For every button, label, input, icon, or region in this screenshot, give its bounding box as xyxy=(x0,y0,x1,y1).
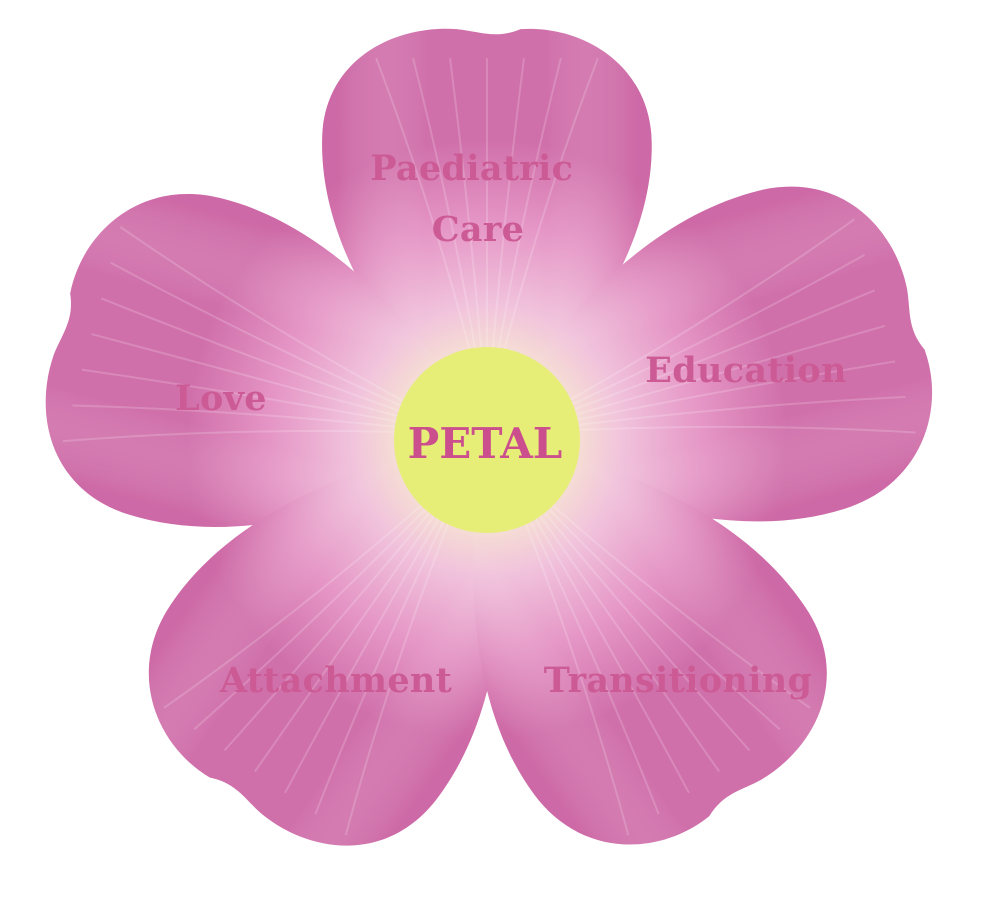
petal-transitioning-shading xyxy=(473,440,827,845)
petal-label-attachment: Attachment xyxy=(219,660,452,701)
center-disc-group xyxy=(394,347,580,533)
petal-label-education-line-1: Education xyxy=(645,350,847,391)
center-disc xyxy=(394,347,580,533)
petal-label-paediatric-care-line-1: Paediatric xyxy=(370,148,573,189)
petal-label-paediatric-care-line-2: Care xyxy=(432,209,524,250)
petal-label-love: Love xyxy=(175,378,267,419)
center-label-petal: PETAL xyxy=(408,419,563,468)
petal-education-shading xyxy=(487,186,932,522)
petal-label-paediatric-care: Paediatric Care xyxy=(370,148,586,250)
petal-label-transitioning: Transitioning xyxy=(544,660,812,701)
petal-label-transitioning-line-1: Transitioning xyxy=(544,660,812,701)
petal-love-shading xyxy=(45,194,487,527)
petal-transitioning xyxy=(473,440,827,845)
petal-label-love-line-1: Love xyxy=(175,378,267,419)
labels-layer: Paediatric Care Education Transitioning … xyxy=(175,148,847,701)
petal-love xyxy=(45,194,487,527)
petal-label-attachment-line-1: Attachment xyxy=(219,660,452,701)
petal-label-education: Education xyxy=(645,350,847,391)
petal-attachment xyxy=(148,440,502,846)
petal-attachment-shading xyxy=(148,440,502,846)
